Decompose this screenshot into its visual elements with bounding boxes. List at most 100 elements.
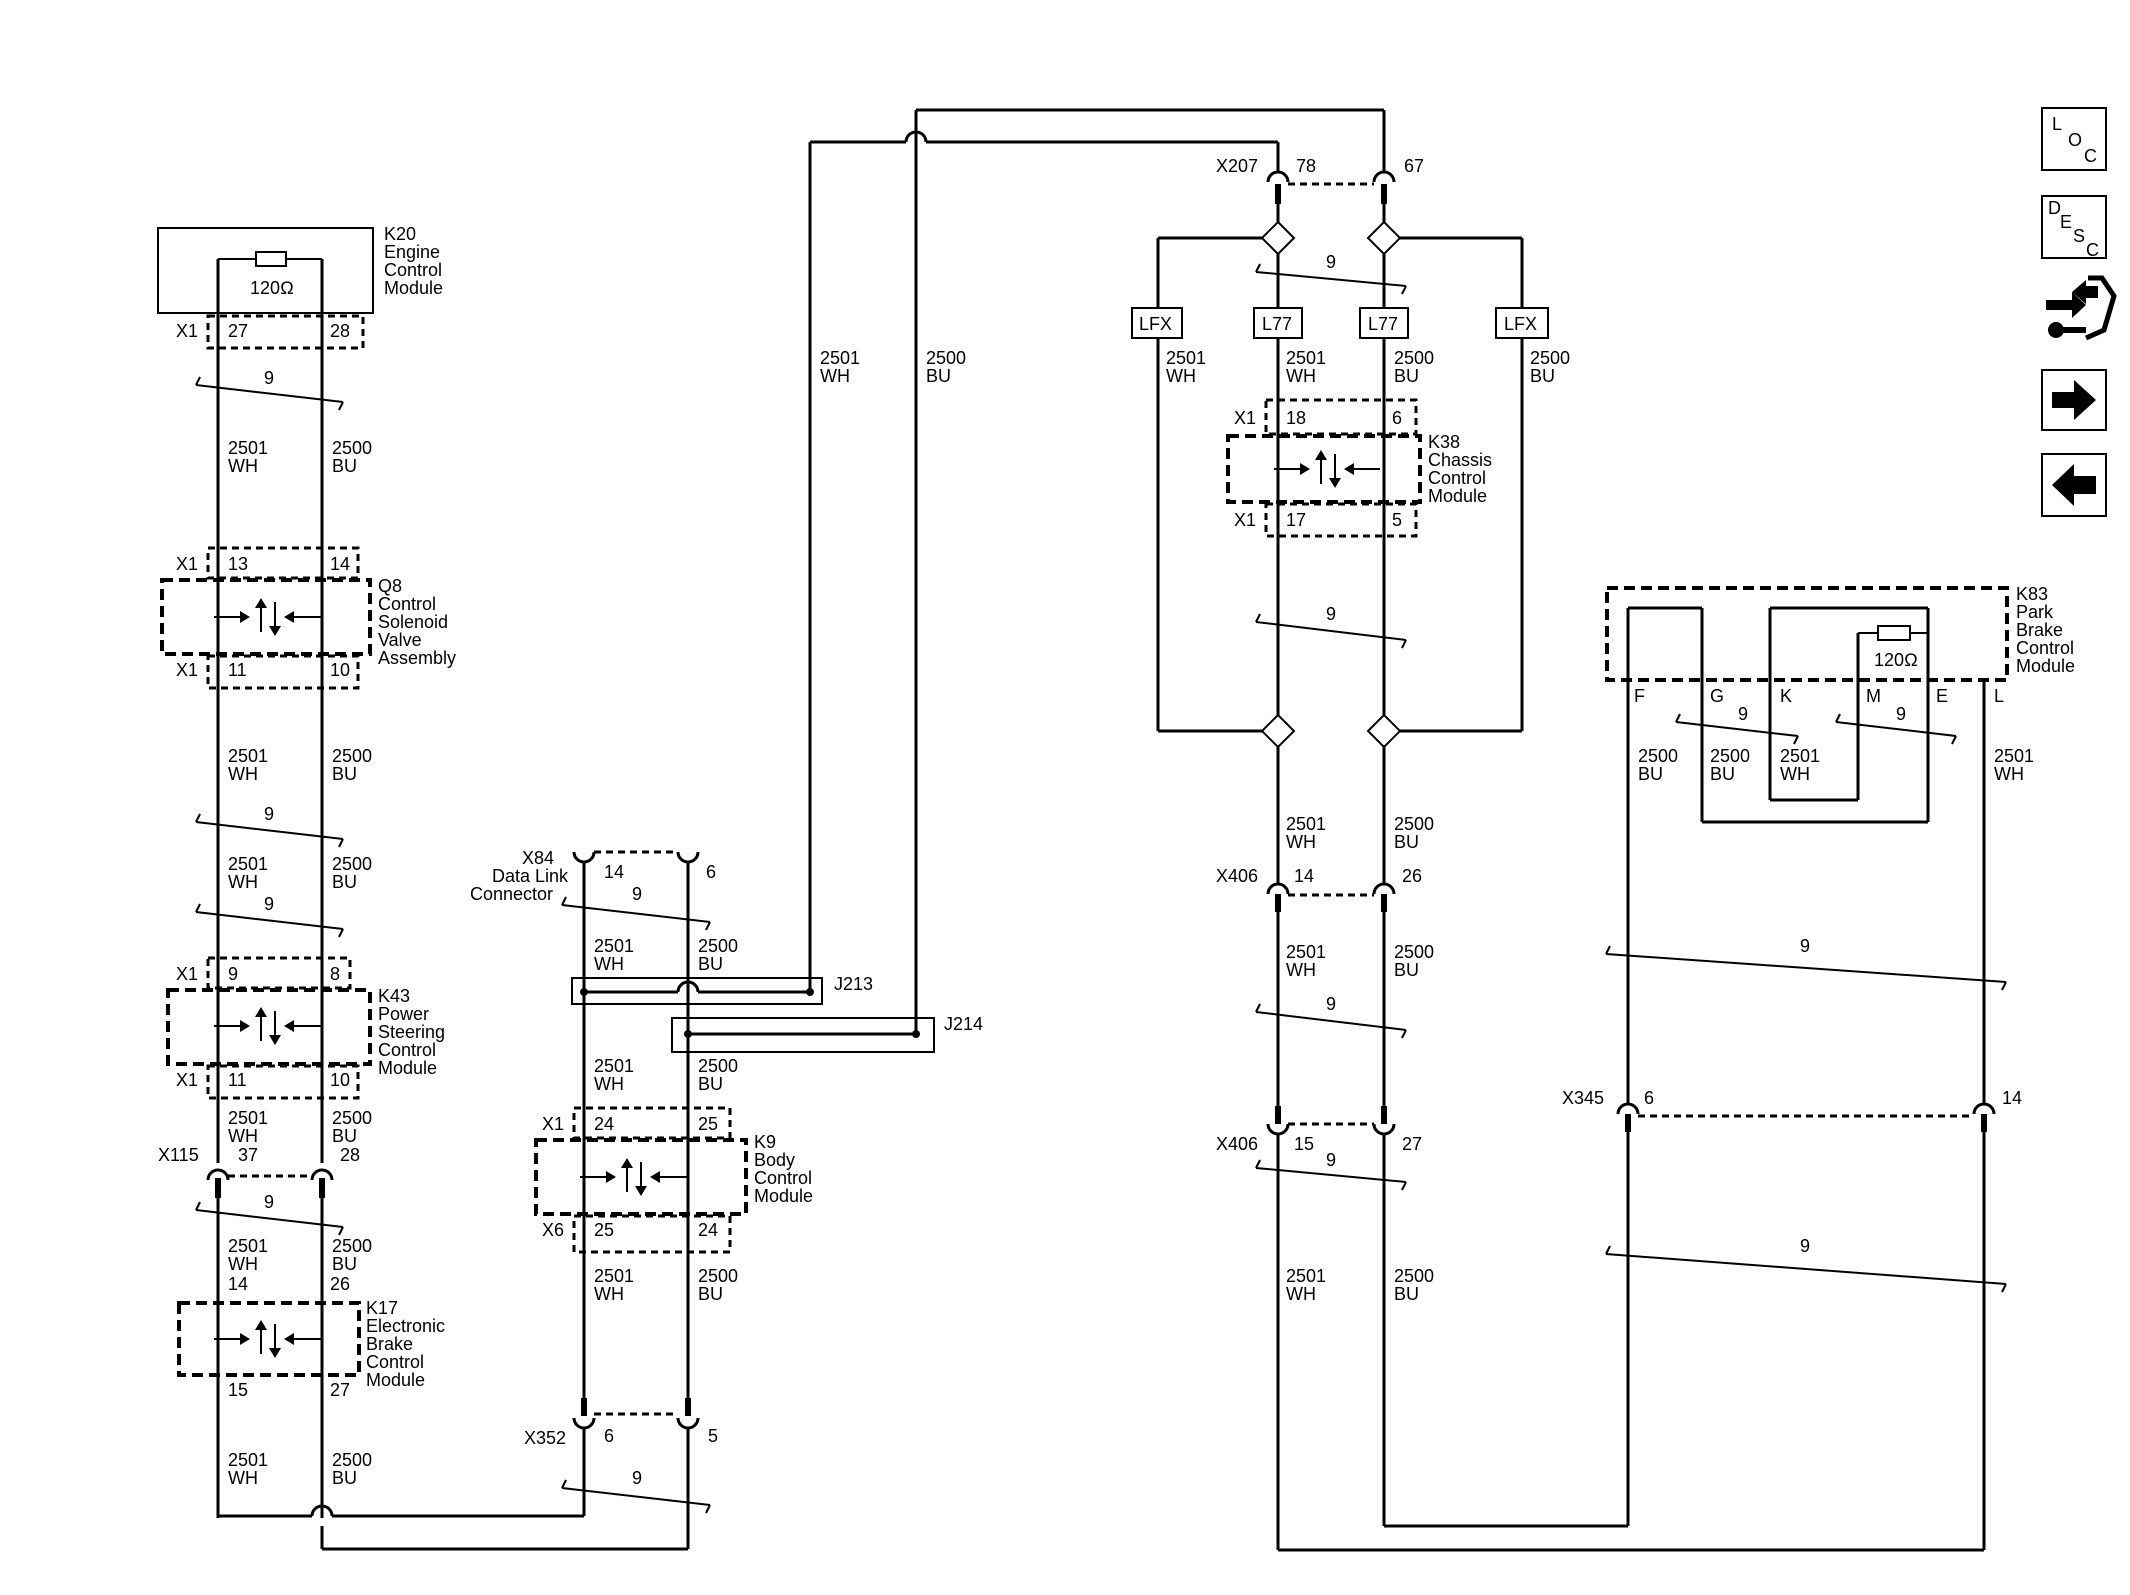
svg-text:2500: 2500 [332,1450,372,1470]
svg-text:BU: BU [1638,764,1663,784]
svg-text:25: 25 [594,1220,614,1240]
svg-text:9: 9 [264,804,274,824]
svg-text:Control: Control [1428,468,1486,488]
svg-text:X1: X1 [1234,510,1256,530]
svg-text:2501: 2501 [820,348,860,368]
svg-text:25: 25 [698,1114,718,1134]
svg-text:WH: WH [228,1126,258,1146]
svg-text:2500: 2500 [1638,746,1678,766]
riser-wires: 2501 WH 2500 BU [808,108,1386,1034]
q8-control-solenoid-valve-assembly[interactable]: X1 13 14 X1 11 10 Q8 Control Solenoid Va… [160,546,456,690]
svg-text:26: 26 [330,1274,350,1294]
twisted-pair-marker: 9 [561,884,711,931]
svg-text:WH: WH [594,1284,624,1304]
svg-text:13: 13 [228,554,248,574]
svg-text:E: E [1936,686,1948,706]
svg-text:9: 9 [1326,252,1336,272]
svg-text:2501: 2501 [1166,348,1206,368]
j214-splice-pack[interactable]: J214 [671,1014,983,1053]
svg-text:Electronic: Electronic [366,1316,445,1336]
svg-text:LFX: LFX [1504,314,1537,334]
svg-text:28: 28 [340,1145,360,1165]
twisted-pair-marker: 9 [1255,252,1407,295]
twisted-pair-marker: 9 [1255,604,1407,649]
svg-text:8: 8 [330,964,340,984]
svg-text:Module: Module [2016,656,2075,676]
svg-text:Connector: Connector [470,884,553,904]
next-button[interactable] [2041,369,2107,431]
svg-text:9: 9 [632,1468,642,1488]
j213-splice-pack[interactable]: J213 [571,974,873,1005]
svg-text:9: 9 [1326,994,1336,1014]
twisted-pair-marker: 9 [1675,704,1799,745]
svg-text:2501: 2501 [594,936,634,956]
x352-inline-connector[interactable]: X352 6 5 [524,1398,718,1448]
splice-diamond [1366,713,1402,749]
diagnostic-button[interactable] [2046,275,2117,341]
k43-power-steering-control-module[interactable]: X1 9 8 X1 11 10 K43 Power Steering Contr… [166,956,445,1100]
svg-text:X84: X84 [522,848,554,868]
svg-text:WH: WH [228,872,258,892]
x207-inline-connector[interactable]: X207 78 67 [1216,156,1424,204]
svg-text:9: 9 [1800,936,1810,956]
k83-park-brake-control-module[interactable]: K83 Park Brake Control Module 120Ω F G K… [1605,584,2075,822]
x345-inline-connector[interactable]: X345 6 14 [1562,1088,2022,1132]
svg-text:Assembly: Assembly [378,648,456,668]
x115-inline-connector[interactable]: X115 37 28 [158,1145,360,1198]
svg-text:9: 9 [1738,704,1748,724]
svg-text:X115: X115 [158,1145,199,1165]
svg-text:11: 11 [228,660,247,680]
svg-text:2500: 2500 [332,1108,372,1128]
x84-data-link-connector[interactable]: X84 Data Link Connector 14 6 [470,848,716,904]
svg-text:10: 10 [330,1070,350,1090]
svg-text:X1: X1 [1234,408,1256,428]
svg-text:F: F [1634,686,1645,706]
k9-body-control-module[interactable]: X1 24 25 X6 25 24 K9 Body Control Module [534,1106,813,1254]
svg-text:2500: 2500 [1394,348,1434,368]
svg-text:9: 9 [228,964,238,984]
svg-text:BU: BU [332,872,357,892]
option-lfx-left: LFX [1131,307,1183,339]
svg-text:6: 6 [706,862,716,882]
svg-text:15: 15 [1294,1134,1314,1154]
svg-text:2501: 2501 [228,1108,268,1128]
k20-engine-control-module[interactable]: 120Ω K20 Engine Control Module X1 27 28 [157,224,443,350]
svg-text:J213: J213 [834,974,873,994]
column-c: X207 78 67 9 LFX L77 [1131,156,1570,1550]
svg-text:9: 9 [1326,604,1336,624]
svg-text:WH: WH [228,1468,258,1488]
svg-text:5: 5 [708,1426,718,1446]
svg-text:78: 78 [1296,156,1316,176]
svg-text:WH: WH [228,456,258,476]
data-bus-arrows-icon [580,1158,688,1196]
svg-text:2500: 2500 [1530,348,1570,368]
data-bus-arrows-icon [214,1320,322,1358]
prev-button[interactable] [2041,453,2107,517]
svg-text:X1: X1 [176,964,198,984]
svg-text:2501: 2501 [1286,1266,1326,1286]
svg-text:BU: BU [1530,366,1555,386]
splice-diamond [1260,220,1296,256]
svg-text:2501: 2501 [1286,348,1326,368]
svg-text:Park: Park [2016,602,2054,622]
loc-button[interactable]: L O C [2041,107,2107,171]
svg-text:2501: 2501 [228,1450,268,1470]
desc-button[interactable]: D E S C [2041,195,2107,260]
svg-text:18: 18 [1286,408,1306,428]
svg-text:Steering: Steering [378,1022,445,1042]
svg-text:WH: WH [820,366,850,386]
x406-inline-connector-upper[interactable]: X406 14 26 [1216,866,1422,912]
twisted-pair-marker: 9 [195,1192,344,1236]
svg-text:67: 67 [1404,156,1424,176]
x406-inline-connector-lower[interactable]: X406 15 27 [1216,1106,1422,1154]
svg-text:6: 6 [1644,1088,1654,1108]
svg-text:9: 9 [632,884,642,904]
k17-electronic-brake-control-module[interactable]: 14 26 15 27 K17 Electronic Brake Control… [177,1274,445,1400]
k38-chassis-control-module[interactable]: X1 18 6 X1 17 5 K38 Chassis Control Modu… [1226,398,1492,538]
svg-text:Control: Control [378,594,436,614]
svg-text:Solenoid: Solenoid [378,612,448,632]
svg-text:L: L [2052,114,2062,134]
svg-text:10: 10 [330,660,350,680]
svg-text:2500: 2500 [1710,746,1750,766]
